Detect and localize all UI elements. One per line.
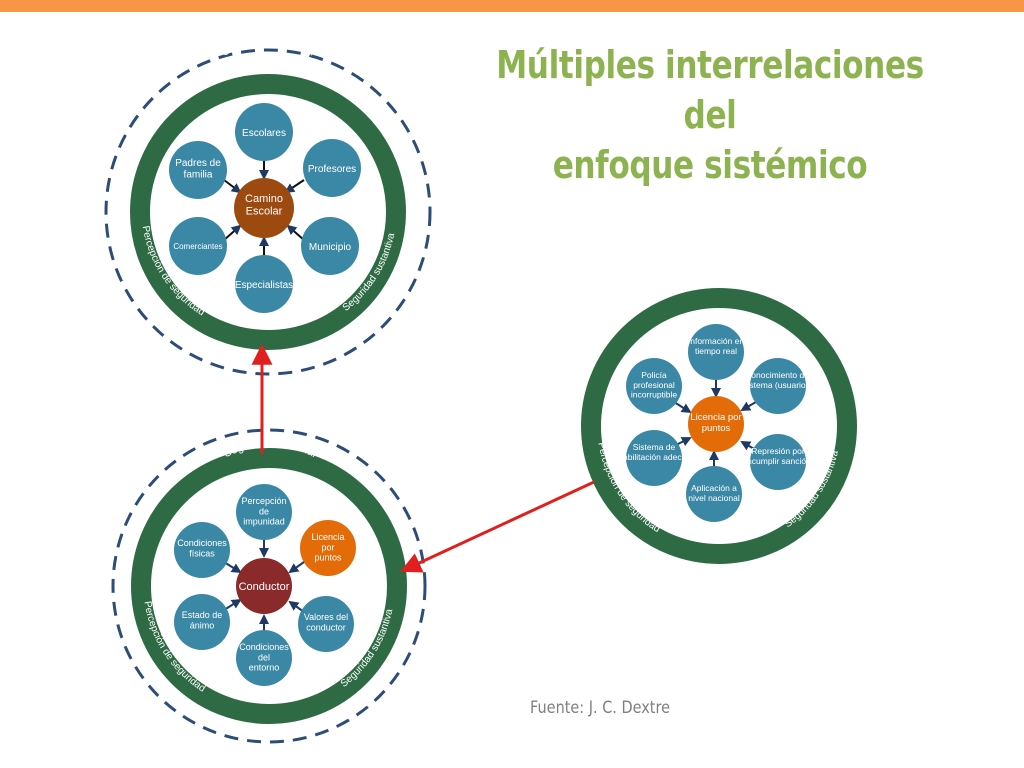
arrow-policia: [673, 401, 692, 414]
node-aplicacion: [686, 466, 742, 522]
center-conductor-label: Conductor: [239, 581, 290, 593]
title-line-2: enfoque sistémico: [552, 143, 868, 187]
node-condiciones-entorno: [236, 630, 292, 686]
node-padres-de-familia: [169, 141, 227, 199]
title-line-1: Múltiples interrelaciones del: [496, 43, 924, 137]
node-escolares-label: Escolares: [242, 128, 286, 139]
arrow-municipio: [286, 224, 305, 241]
center-licencia: [688, 396, 744, 452]
arrow-comerciantes: [223, 224, 242, 241]
node-represion: [750, 434, 806, 490]
node-percepcion-impunidad: [236, 484, 292, 540]
dashed-boundary: [111, 428, 427, 744]
node-licencia-por-puntos: [300, 520, 356, 576]
node-valores-conductor: [298, 596, 354, 652]
center-camino-escolar: [234, 178, 294, 238]
arrow-fisicas: [223, 561, 242, 574]
circle-licencia-por-puntos: Seguridad nominal Percepción de segurida…: [581, 271, 857, 564]
node-informacion: [688, 324, 744, 380]
circle-camino-escolar: Seguridad nominal Percepción de segurida…: [104, 36, 432, 376]
node-condiciones-fisicas: [174, 522, 230, 578]
node-escolares: [235, 103, 293, 161]
arrow-licencia-to-conductor: [400, 480, 595, 573]
node-especialistas-label: Especialistas: [235, 280, 293, 291]
arrow-licencia: [288, 561, 305, 574]
node-profesores-label: Profesores: [308, 164, 356, 175]
slide-title: Múltiples interrelaciones del enfoque si…: [480, 40, 939, 190]
node-estado-de-animo: [174, 594, 230, 650]
arrow-profesores: [284, 179, 305, 194]
node-comerciantes: [169, 217, 227, 275]
center-conductor: [236, 558, 292, 614]
arrow-animo: [223, 598, 242, 611]
dashed-boundary: [104, 48, 432, 376]
ring-label-top: Seguridad nominal: [220, 36, 316, 59]
node-municipio: [301, 217, 359, 275]
node-municipio-label: Municipio: [309, 242, 352, 253]
node-sistema-rehabilitacion: [626, 430, 682, 486]
source-note: Fuente: J. C. Dextre: [530, 698, 670, 718]
node-policia: [626, 358, 682, 414]
node-profesores: [303, 139, 361, 197]
circle-conductor: Seguridad nominal Percepción de segurida…: [111, 428, 427, 744]
arrow-padres: [223, 179, 242, 194]
node-conocimiento: [750, 358, 806, 414]
arrow-conocimiento: [740, 401, 757, 411]
top-accent-bar: [0, 0, 1024, 12]
node-comerciantes-label: Comerciantes: [173, 242, 222, 251]
node-especialistas: [235, 255, 293, 313]
